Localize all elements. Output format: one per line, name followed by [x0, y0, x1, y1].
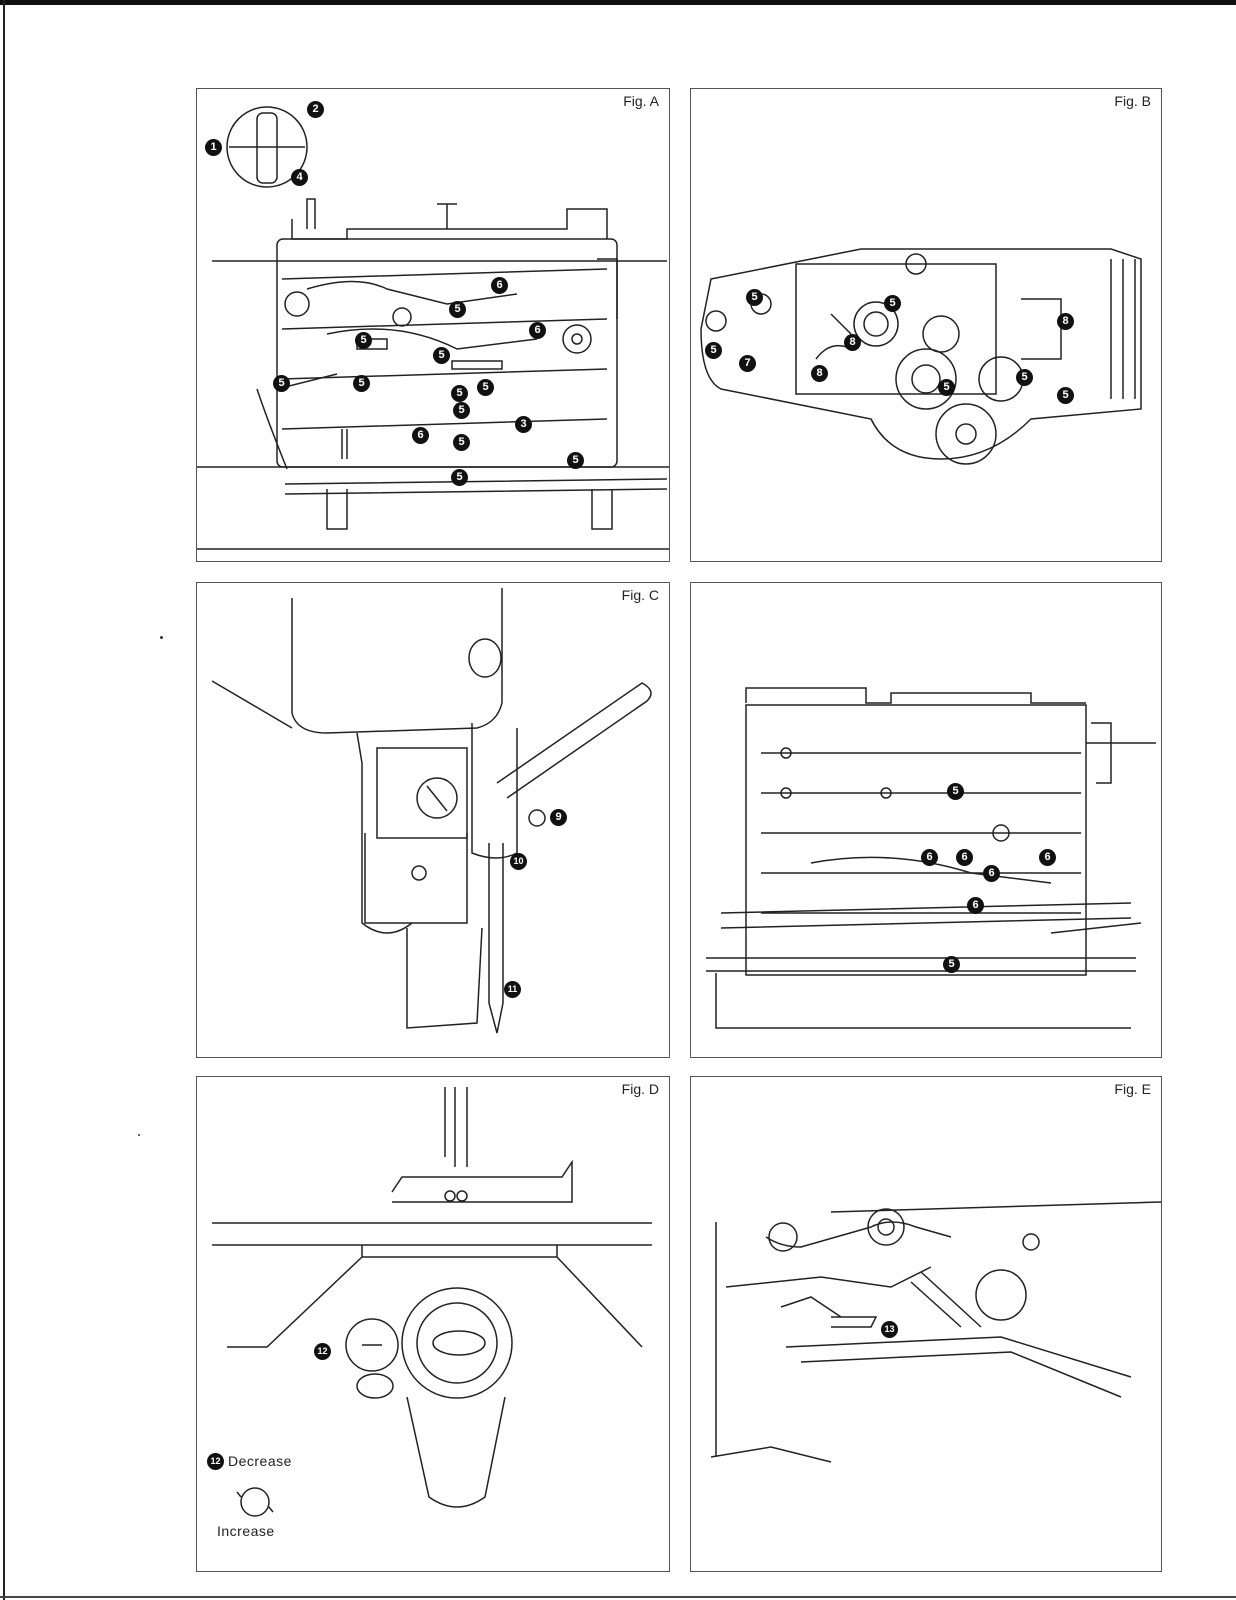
page-left-border: [3, 0, 5, 1600]
callout-6: 6: [1039, 849, 1056, 866]
figure-a-illustration: [197, 106, 669, 550]
figure-d-label: Fig. D: [621, 1081, 659, 1097]
callout-6: 6: [921, 849, 938, 866]
figure-e-label: Fig. E: [1114, 1081, 1151, 1097]
callout-5: 5: [449, 301, 466, 318]
figure-d-illustration: [212, 1087, 652, 1517]
callout-11: 11: [504, 981, 521, 998]
callout-5: 5: [451, 385, 468, 402]
callout-5: 5: [433, 347, 450, 364]
figure-unlabeled-panel: 5 6 6 6 6 6 5: [690, 582, 1162, 1058]
callout-8: 8: [844, 334, 861, 351]
scan-speck: [160, 636, 163, 639]
callout-6: 6: [412, 427, 429, 444]
figure-c-illustration: [211, 588, 652, 1034]
figure-b-illustration: [700, 248, 1142, 465]
callout-5: 5: [453, 402, 470, 419]
callout-3: 3: [515, 416, 532, 433]
figure-b-panel: Fig. B 5 5 7 5 8 8 5 5 5 8: [690, 88, 1162, 562]
page-bottom-border: [0, 1596, 1236, 1598]
callout-5: 5: [705, 342, 722, 359]
legend-callout-12: 12: [207, 1453, 224, 1470]
page-top-border: [0, 0, 1236, 5]
callout-1: 1: [205, 139, 222, 156]
callout-5: 5: [451, 469, 468, 486]
callout-5: 5: [938, 379, 955, 396]
callout-6: 5: [355, 332, 372, 349]
callout-5: 5: [567, 452, 584, 469]
callout-5: 5: [943, 956, 960, 973]
callout-9: 9: [550, 809, 567, 826]
callout-10: 10: [510, 853, 527, 870]
figure-a-panel: Fig. A: [196, 88, 670, 562]
figure-a-label: Fig. A: [623, 93, 659, 109]
callout-6: 6: [967, 897, 984, 914]
increase-label: Increase: [217, 1523, 275, 1539]
callout-5: 5: [884, 295, 901, 312]
figure-c-panel: Fig. C 9 10 11: [196, 582, 670, 1058]
figure-b-label: Fig. B: [1114, 93, 1151, 109]
figure-unlabeled-illustration: [706, 687, 1156, 1029]
callout-7: 7: [739, 355, 756, 372]
callout-6: 6: [983, 865, 1000, 882]
callout-12: 12: [314, 1343, 331, 1360]
callout-6: 6: [956, 849, 973, 866]
figure-e-panel: Fig. E 13: [690, 1076, 1162, 1572]
callout-5: 6: [529, 322, 546, 339]
callout-5: 5: [1057, 387, 1074, 404]
figure-d-panel: Fig. D 12 12 Decrease Increase: [196, 1076, 670, 1572]
callout-8: 8: [1057, 313, 1074, 330]
callout-2: 2: [307, 101, 324, 118]
callout-6: 6: [491, 277, 508, 294]
callout-5: 5: [1016, 369, 1033, 386]
scan-speck: [138, 1134, 140, 1136]
figure-e-illustration: [710, 1201, 1161, 1463]
callout-5: 5: [947, 783, 964, 800]
callout-5: 5: [477, 379, 494, 396]
figure-c-label: Fig. C: [621, 587, 659, 603]
callout-4: 4: [291, 169, 308, 186]
callout-5: 5: [453, 434, 470, 451]
callout-5: 5: [273, 375, 290, 392]
callout-5: 5: [353, 375, 370, 392]
callout-13: 13: [881, 1321, 898, 1338]
callout-8: 8: [811, 365, 828, 382]
decrease-label: Decrease: [228, 1453, 292, 1469]
callout-5: 5: [746, 289, 763, 306]
